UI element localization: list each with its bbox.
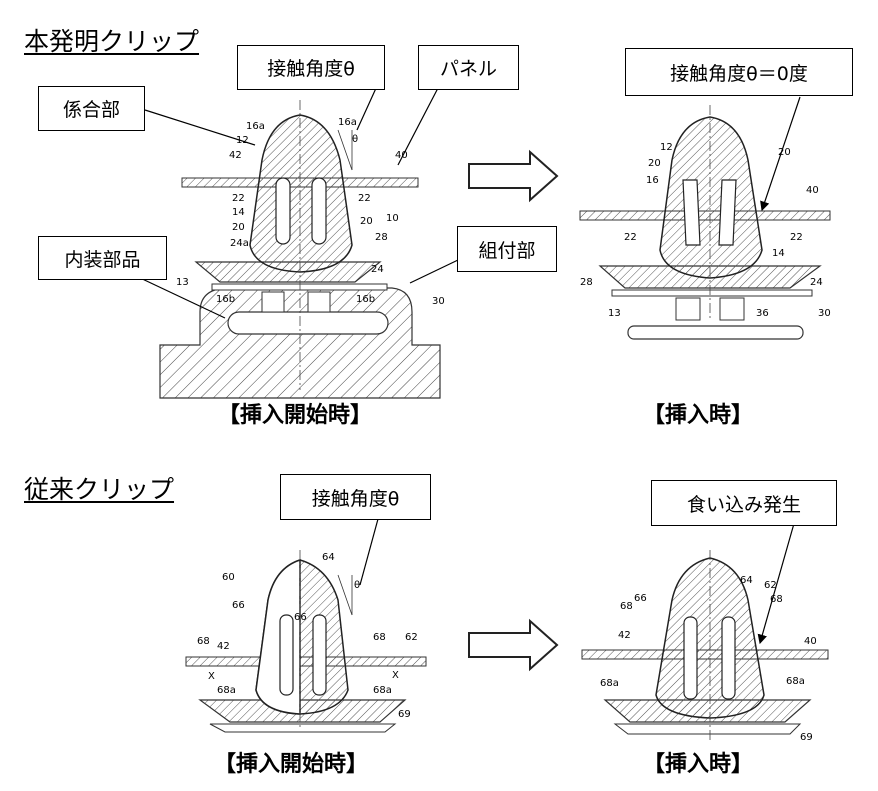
part-number: 20 xyxy=(778,147,791,158)
label-contact-angle: 接触角度θ xyxy=(237,45,385,90)
bottom-right-clip-drawing xyxy=(581,550,829,740)
part-number: 16a xyxy=(246,121,265,132)
leader-angle xyxy=(356,85,378,131)
part-number: θ xyxy=(354,580,361,591)
part-number: 68 xyxy=(373,632,386,643)
part-number: 30 xyxy=(818,308,831,319)
part-number: 20 xyxy=(232,222,245,233)
leader-angle-zero xyxy=(760,96,801,212)
label-contact-angle-bottom: 接触角度θ xyxy=(280,474,431,520)
part-number: 22 xyxy=(232,193,245,204)
caption-bottom-inserted: 【挿入時】 xyxy=(643,752,754,777)
leader-angle-bottom xyxy=(359,507,382,586)
part-number: 68 xyxy=(197,636,210,647)
part-number: 60 xyxy=(222,572,235,583)
part-number: 24 xyxy=(810,277,823,288)
part-number: 62 xyxy=(764,580,777,591)
part-number: 68a xyxy=(786,676,805,687)
leader-engage xyxy=(144,109,256,146)
part-number: 66 xyxy=(634,593,647,604)
label-panel: パネル xyxy=(418,45,519,90)
part-number: 66 xyxy=(294,612,307,623)
part-number: 68a xyxy=(373,685,392,696)
part-number: 14 xyxy=(232,207,245,218)
part-number: 66 xyxy=(232,600,245,611)
part-number: 24 xyxy=(371,264,384,275)
part-number: 12 xyxy=(660,142,673,153)
part-number: 69 xyxy=(800,732,813,743)
part-number: 13 xyxy=(176,277,189,288)
part-number: 28 xyxy=(375,232,388,243)
part-number: 16b xyxy=(216,294,236,305)
label-contact-angle-zero: 接触角度θ＝0度 xyxy=(625,48,853,96)
part-number: 16b xyxy=(356,294,376,305)
part-number: 42 xyxy=(229,150,242,161)
part-number: 42 xyxy=(217,641,230,652)
part-number: 40 xyxy=(804,636,817,647)
label-assembly-part: 組付部 xyxy=(457,226,557,272)
part-number: 62 xyxy=(405,632,418,643)
caption-top-start: 【挿入開始時】 xyxy=(218,403,373,428)
part-number: 68a xyxy=(600,678,619,689)
label-interior-part: 内装部品 xyxy=(38,236,167,280)
part-number: X xyxy=(392,670,399,681)
section-title-invention: 本発明クリップ xyxy=(24,27,200,56)
part-number: 64 xyxy=(740,575,753,586)
caption-bottom-start: 【挿入開始時】 xyxy=(214,752,369,777)
part-number: 68a xyxy=(217,685,236,696)
part-number: 30 xyxy=(432,296,445,307)
part-number: 20 xyxy=(360,216,373,227)
part-number: 10 xyxy=(386,213,399,224)
caption-top-inserted: 【挿入時】 xyxy=(643,403,754,428)
part-number: X xyxy=(208,671,215,682)
part-number: 42 xyxy=(618,630,631,641)
part-number: 40 xyxy=(395,150,408,161)
part-number: 28 xyxy=(580,277,593,288)
part-number: 36 xyxy=(756,308,769,319)
top-right-clip-drawing xyxy=(579,105,831,340)
part-number: 22 xyxy=(790,232,803,243)
label-engage: 係合部 xyxy=(38,86,145,131)
part-number: 68 xyxy=(770,594,783,605)
part-number: 22 xyxy=(358,193,371,204)
label-bite-in: 食い込み発生 xyxy=(651,480,837,526)
top-left-clip-drawing xyxy=(159,100,441,399)
part-number: 24a xyxy=(230,238,249,249)
bottom-left-clip-drawing xyxy=(185,550,427,733)
leader-interior xyxy=(135,275,226,319)
part-number: 13 xyxy=(608,308,621,319)
part-number: 22 xyxy=(624,232,637,243)
part-number: 20 xyxy=(648,158,661,169)
right-arrow-top xyxy=(468,149,559,203)
part-number: 40 xyxy=(806,185,819,196)
part-number: 12 xyxy=(236,135,249,146)
leader-panel xyxy=(397,87,439,166)
leader-assembly xyxy=(409,259,459,284)
part-number: θ xyxy=(352,134,359,145)
part-number: 64 xyxy=(322,552,335,563)
part-number: 16a xyxy=(338,117,357,128)
part-number: 16 xyxy=(646,175,659,186)
part-number: 68 xyxy=(620,601,633,612)
part-number: 69 xyxy=(398,709,411,720)
part-number: 14 xyxy=(772,248,785,259)
leader-bite xyxy=(757,519,796,645)
right-arrow-bottom xyxy=(468,618,559,672)
section-title-conventional: 従来クリップ xyxy=(24,475,175,504)
